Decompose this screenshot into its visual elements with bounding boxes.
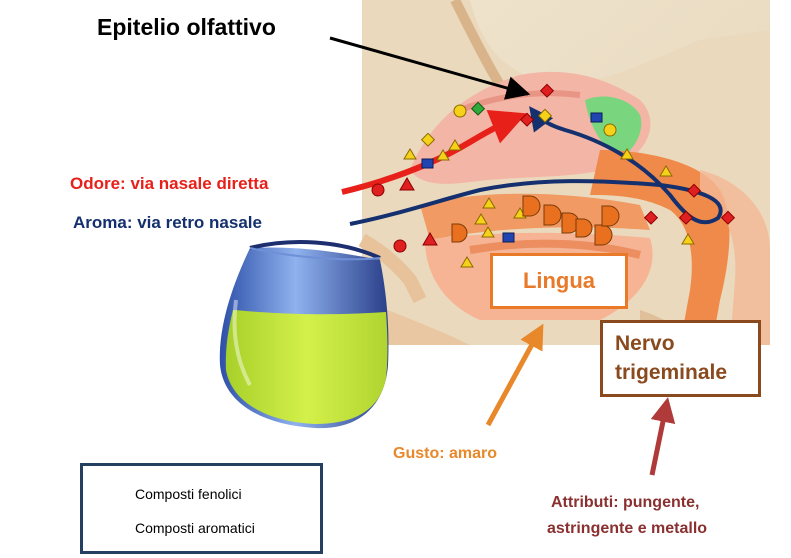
odore-label: Odore: via nasale diretta bbox=[70, 174, 269, 193]
diagram-title: Epitelio olfattivo bbox=[97, 14, 276, 40]
lingua-label: Lingua bbox=[522, 268, 596, 293]
legend-label-fenolici: Composti fenolici bbox=[135, 486, 242, 502]
odore-pathway-arrow bbox=[341, 109, 527, 195]
nervo-label-line1: Nervo bbox=[615, 332, 675, 355]
aroma-pathway-arrow bbox=[349, 106, 723, 226]
attributi-label-line2: astringente e metallo bbox=[547, 520, 708, 537]
gusto-label: Gusto: amaro bbox=[393, 445, 498, 462]
attributi-label-line1: Attributi: pungente, bbox=[551, 494, 700, 511]
aroma-label: Aroma: via retro nasale bbox=[73, 213, 262, 232]
nervo-trigeminale-box: Nervo trigeminale bbox=[600, 320, 761, 397]
nervo-label-line2: trigeminale bbox=[615, 361, 728, 384]
gusto-arrow bbox=[485, 323, 544, 427]
legend-label-aromatici: Composti aromatici bbox=[135, 520, 255, 536]
epitelio-arrow bbox=[329, 36, 531, 100]
legend-box: Composti fenolici Composti aromatici bbox=[80, 463, 323, 554]
molecule-markers bbox=[371, 83, 736, 268]
lingua-box: Lingua bbox=[490, 253, 628, 309]
wine-glass-illustration bbox=[219, 240, 389, 429]
attributi-arrow bbox=[649, 397, 676, 476]
